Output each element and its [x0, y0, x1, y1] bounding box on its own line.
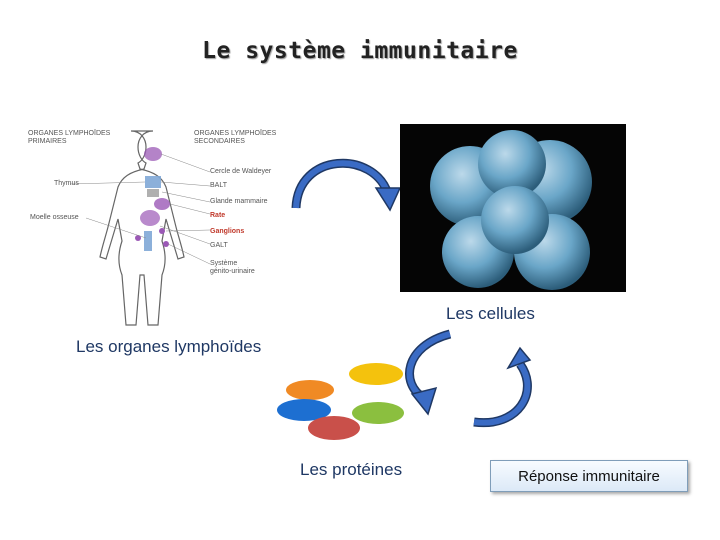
caption-cells: Les cellules [446, 304, 535, 323]
caption-lymphoid-organs: Les organes lymphoïdes [76, 337, 262, 356]
curved-arrow-organs-to-cells [291, 158, 402, 212]
label-waldeyer: Cercle de Waldeyer [210, 168, 272, 175]
proteins-illustration [277, 363, 404, 440]
label-galt: GALT [210, 242, 228, 249]
cells-microscopy-image [400, 124, 626, 292]
lymphoid-organs-diagram: ORGANES LYMPHOÏDES PRIMAIRES ORGANES LYM… [28, 126, 278, 326]
header-secondary-organs: ORGANES LYMPHOÏDES SECONDAIRES [194, 130, 277, 145]
header-primary-organs: ORGANES LYMPHOÏDES PRIMAIRES [28, 130, 111, 145]
label-genitourinary: Système génito-urinaire [210, 260, 255, 275]
curved-arrow-response-up [473, 346, 532, 428]
immune-response-label: Réponse immunitaire [518, 467, 660, 485]
label-mammary-gland: Glande mammaire [210, 198, 268, 205]
immune-response-button[interactable]: Réponse immunitaire [490, 460, 688, 492]
page-title: Le système immunitaire [202, 38, 518, 64]
label-bone-marrow: Moelle osseuse [30, 214, 79, 221]
body-silhouette [69, 130, 211, 326]
label-thymus: Thymus [54, 180, 79, 187]
curved-arrow-cells-down [405, 329, 452, 416]
label-balt: BALT [210, 182, 227, 189]
label-lymph-nodes: Ganglions [210, 228, 245, 235]
label-spleen: Rate [210, 212, 226, 219]
caption-proteins: Les protéines [300, 460, 403, 479]
